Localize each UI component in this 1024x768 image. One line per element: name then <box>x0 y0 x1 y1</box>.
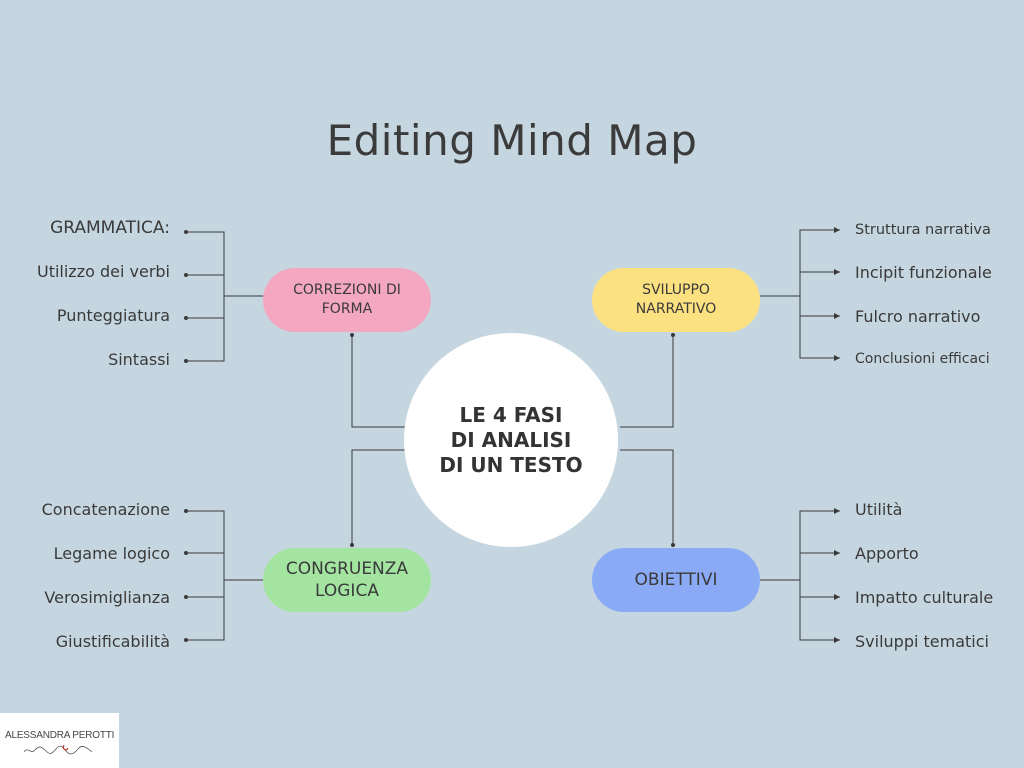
signature-icon <box>23 744 93 755</box>
item-apporto: Apporto <box>855 544 919 563</box>
branch-congruenza-logica: CONGRUENZA LOGICA <box>263 548 431 612</box>
item-struttura-narrativa: Struttura narrativa <box>855 222 991 238</box>
item-concatenazione: Concatenazione <box>41 500 170 519</box>
branch-correzioni-di-forma: CORREZIONI DI FORMA <box>263 268 431 332</box>
center-node: LE 4 FASI DI ANALISI DI UN TESTO <box>404 333 618 547</box>
item-verosimiglianza: Verosimiglianza <box>44 588 170 607</box>
brand-logo: ALESSANDRA PEROTTI <box>0 713 119 768</box>
item-punteggiatura: Punteggiatura <box>56 306 170 325</box>
branch-sviluppo-narrativo: SVILUPPO NARRATIVO <box>592 268 760 332</box>
item-fulcro-narrativo: Fulcro narrativo <box>855 307 981 326</box>
item-sintassi: Sintassi <box>108 350 170 369</box>
item-sviluppi-tematici: Sviluppi tematici <box>855 632 989 651</box>
item-giustificabilita: Giustificabilità <box>55 632 170 651</box>
item-conclusioni-efficaci: Conclusioni efficaci <box>855 351 990 367</box>
branch-obiettivi: OBIETTIVI <box>592 548 760 612</box>
item-utilizzo-dei-verbi: Utilizzo dei verbi <box>36 262 170 281</box>
item-legame-logico: Legame logico <box>53 544 170 563</box>
item-impatto-culturale: Impatto culturale <box>855 588 994 607</box>
page-title: Editing Mind Map <box>326 116 698 165</box>
item-utilita: Utilità <box>855 500 903 519</box>
center-node-label: LE 4 FASI DI ANALISI DI UN TESTO <box>439 402 583 477</box>
item-grammatica: GRAMMATICA: <box>50 218 170 238</box>
logo-name: ALESSANDRA PEROTTI <box>5 730 115 741</box>
item-incipit-funzionale: Incipit funzionale <box>855 263 992 282</box>
